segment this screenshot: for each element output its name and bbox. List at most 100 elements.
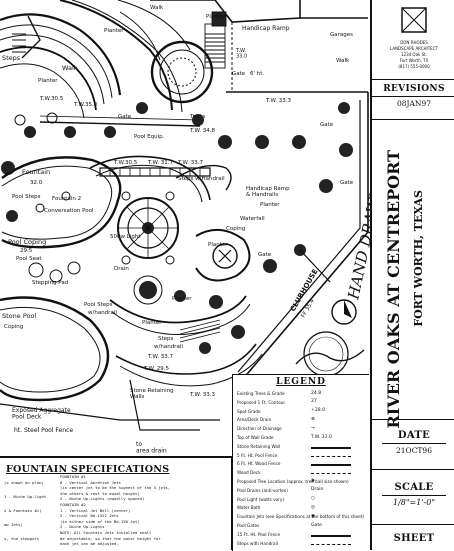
legend-row-symbol: T.W. 31.0 — [311, 434, 332, 440]
label-steps-left: Steps — [2, 54, 21, 62]
firm-line: Fort Worth, TX — [399, 58, 429, 63]
spec-line: (in either side of the Bd-150 Jet) — [60, 518, 140, 524]
firm-line: (817) 555-0000 — [398, 64, 430, 69]
label-coping: Coping — [226, 226, 245, 232]
site-plan-drawing: Walk Planter Planter Handicap Ramp Garag… — [0, 0, 370, 455]
north-arrow — [331, 299, 357, 325]
legend-row-label: Existing Trees & Grade — [237, 391, 285, 396]
spec-line: 1 - Vertical Jet Bell (center) — [60, 507, 131, 513]
legend-row-label: Pool Drains (anti-vortex) — [237, 487, 288, 493]
legend-row-label: Pool Light (watts vary) — [237, 496, 285, 502]
label-pool-seat: Pool Seat — [16, 256, 42, 262]
label-tw-33-3-top: T.W. 33.3 — [265, 98, 292, 104]
spec-line: the others & rest to equal height) — [60, 490, 140, 496]
legend-row-label: 15 Ft. Ht. Pool Fence — [237, 531, 281, 537]
legend-row-label: Pool Gates — [237, 523, 260, 528]
label-drain: Drain — [114, 266, 129, 272]
date-value: 21OCT96 — [396, 446, 432, 455]
label-tw-31-7: T.W. 31.7 — [147, 160, 174, 166]
label-fountain-a: Fountain — [22, 168, 50, 176]
label-tw-30-5b: T.W.30.5 — [113, 160, 138, 166]
label-pool-steps: Pool Steps — [12, 194, 41, 200]
legend-row-label: Area/Deck Drain — [237, 417, 272, 423]
legend-row-label: Direction of Drainage — [237, 426, 282, 432]
spec-line: mp Jets) — [4, 522, 23, 527]
stone-pool — [0, 296, 110, 402]
spec-line: (in center jet to be the highest of the … — [60, 485, 171, 491]
scale-value: 1/8"=1'-0" — [392, 498, 436, 507]
label-w-handrail2: w/handrail — [154, 344, 183, 350]
legend-row-label: Spot Grade — [237, 408, 261, 414]
label-tw-29-5: T.W. 29.5 — [143, 366, 170, 372]
label-pool-coping: Pool Coping — [8, 238, 46, 246]
label-steps-handrail: Steps w/Handrail — [178, 176, 225, 182]
label-handicap-ramp-top: Handicap Ramp — [242, 25, 290, 32]
revisions-heading: REVISIONS — [383, 84, 445, 94]
spec-line: FOUNTAIN #1 — [60, 474, 86, 479]
label-tw-30-5: T.W.30.5 — [39, 96, 64, 102]
project-subtitle: FORT WORTH, TEXAS — [412, 190, 425, 327]
label-planter-c: Planter — [208, 242, 228, 248]
label-planter-mid: Planter — [38, 78, 58, 84]
legend-row-symbol: ◉ — [311, 513, 316, 519]
project-title-block: RIVER OAKS AT CENTREPORT FORT WORTH, TEX… — [372, 120, 454, 429]
firm-line: LANDSCAPE ARCHITECT — [390, 46, 438, 51]
label-handicap-ramp-mid: Handicap Ramp& Handrails — [246, 186, 290, 198]
firm-line: 1234 Oak St. — [400, 52, 428, 57]
legend-row-label: Proposed Tree Location (approx. tree bal… — [237, 479, 349, 484]
legend-line-symbol — [311, 534, 351, 537]
label-fountain-2: Fountain 2 — [52, 196, 81, 202]
label-planter-top: Planter — [206, 14, 226, 20]
label-walk-right: Walk — [336, 58, 350, 64]
label-stepping-pad: Stepping Pad — [32, 280, 68, 286]
label-tw-33-7b: T.W. 33.7 — [147, 354, 174, 360]
label-walk-left: Walk — [62, 64, 78, 72]
legend-line-symbol — [311, 446, 351, 449]
label-gate-mid: Gate — [118, 114, 132, 120]
label-pool-steps2: Pool Steps — [84, 302, 113, 308]
legend-row-label: Wood Deck — [237, 470, 261, 476]
date-heading: DATE — [397, 430, 431, 441]
firm-line: DON RHODES — [400, 40, 428, 45]
date-block: DATE 21OCT96 — [372, 420, 454, 470]
legend-title: LEGEND — [276, 377, 326, 387]
label-planter-low: Planter — [142, 320, 162, 326]
label-gate-c: Gate — [258, 252, 272, 258]
label-tw-33-7: T.W. 33.7 — [177, 160, 204, 166]
label-fountain-elev: 32.0 — [30, 180, 43, 186]
spec-line: 1 - Niche Up-light — [4, 494, 47, 499]
legend-row-symbol: ⊗ — [311, 416, 315, 422]
label-gate-right-top: Gate — [320, 122, 334, 128]
legend-row-symbol: ○ — [311, 496, 316, 502]
sheet-heading: SHEET — [393, 533, 435, 544]
spec-line: each jet can be adjusted. — [60, 541, 119, 547]
legend-row-label: Fountain Jets (see Specifications at the… — [237, 514, 364, 520]
label-planter-top2: Planter — [104, 28, 124, 34]
label-steps-low: Steps — [158, 336, 174, 342]
spec-line: NOTE: All Fountain Jets installed shall — [60, 530, 152, 535]
legend-row-label: Water Bath — [237, 505, 261, 511]
label-tw-34-8: T.W. 34.8 — [189, 128, 216, 134]
spec-line: 2 - Niche Up-Lights — [60, 524, 105, 530]
legend-line-symbol — [311, 455, 351, 457]
label-pool-equip: Pool Equip. — [134, 134, 165, 140]
label-conv-pool: Conversation Pool — [44, 208, 94, 214]
firm-logo-icon — [401, 7, 427, 33]
label-500w: 500w Light — [110, 234, 141, 240]
label-w-handrail: w/handrail — [88, 310, 117, 316]
legend-row-label: Steps with Handrail — [237, 540, 278, 546]
legend-row-symbol: +28.0 — [311, 408, 326, 414]
label-walk-top: Walk — [150, 5, 164, 11]
sheet-block: SHEET — [372, 525, 454, 550]
label-waterfall: Waterfall — [240, 216, 265, 222]
legend-row-symbol: → — [311, 425, 315, 431]
label-gate-right: Gate — [340, 180, 354, 186]
revisions-block: REVISIONS 08JAN97 — [372, 80, 454, 120]
label-pool-coping2: Coping — [4, 324, 23, 330]
legend-row-label: Proposed 1 Ft. Contour — [237, 399, 286, 405]
legend-line-symbol — [311, 543, 351, 545]
label-planter-r2: Planter — [172, 296, 192, 302]
